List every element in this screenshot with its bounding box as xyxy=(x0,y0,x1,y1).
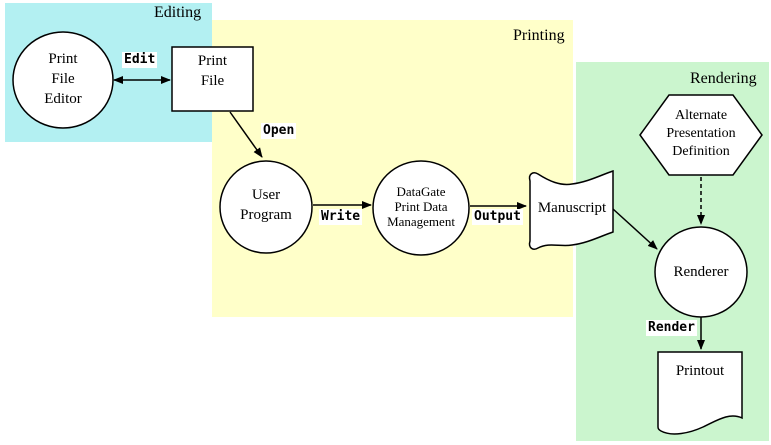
edge-output-label: Output xyxy=(472,209,523,225)
datagate-label: DataGate Print Data Management xyxy=(387,184,455,229)
edge-write-label: Write xyxy=(319,209,363,225)
user-program-label: User Program xyxy=(240,187,292,223)
region-rendering-label: Rendering xyxy=(690,70,757,87)
edge-edit-label: Edit xyxy=(122,52,158,68)
alternate-presentation-definition-label: Alternate Presentation Definition xyxy=(666,108,736,159)
manuscript-label: Manuscript xyxy=(537,200,607,216)
edge-open-label: Open xyxy=(261,123,297,139)
print-file-editor-label: Print File Editor xyxy=(44,51,82,107)
printout-label: Printout xyxy=(675,363,725,379)
renderer-label: Renderer xyxy=(673,264,729,280)
edge-render-label: Render xyxy=(646,320,697,336)
region-printing xyxy=(212,20,573,317)
print-file-label: Print File xyxy=(197,53,228,89)
region-printing-label: Printing xyxy=(513,27,565,44)
region-editing-label: Editing xyxy=(154,4,202,21)
